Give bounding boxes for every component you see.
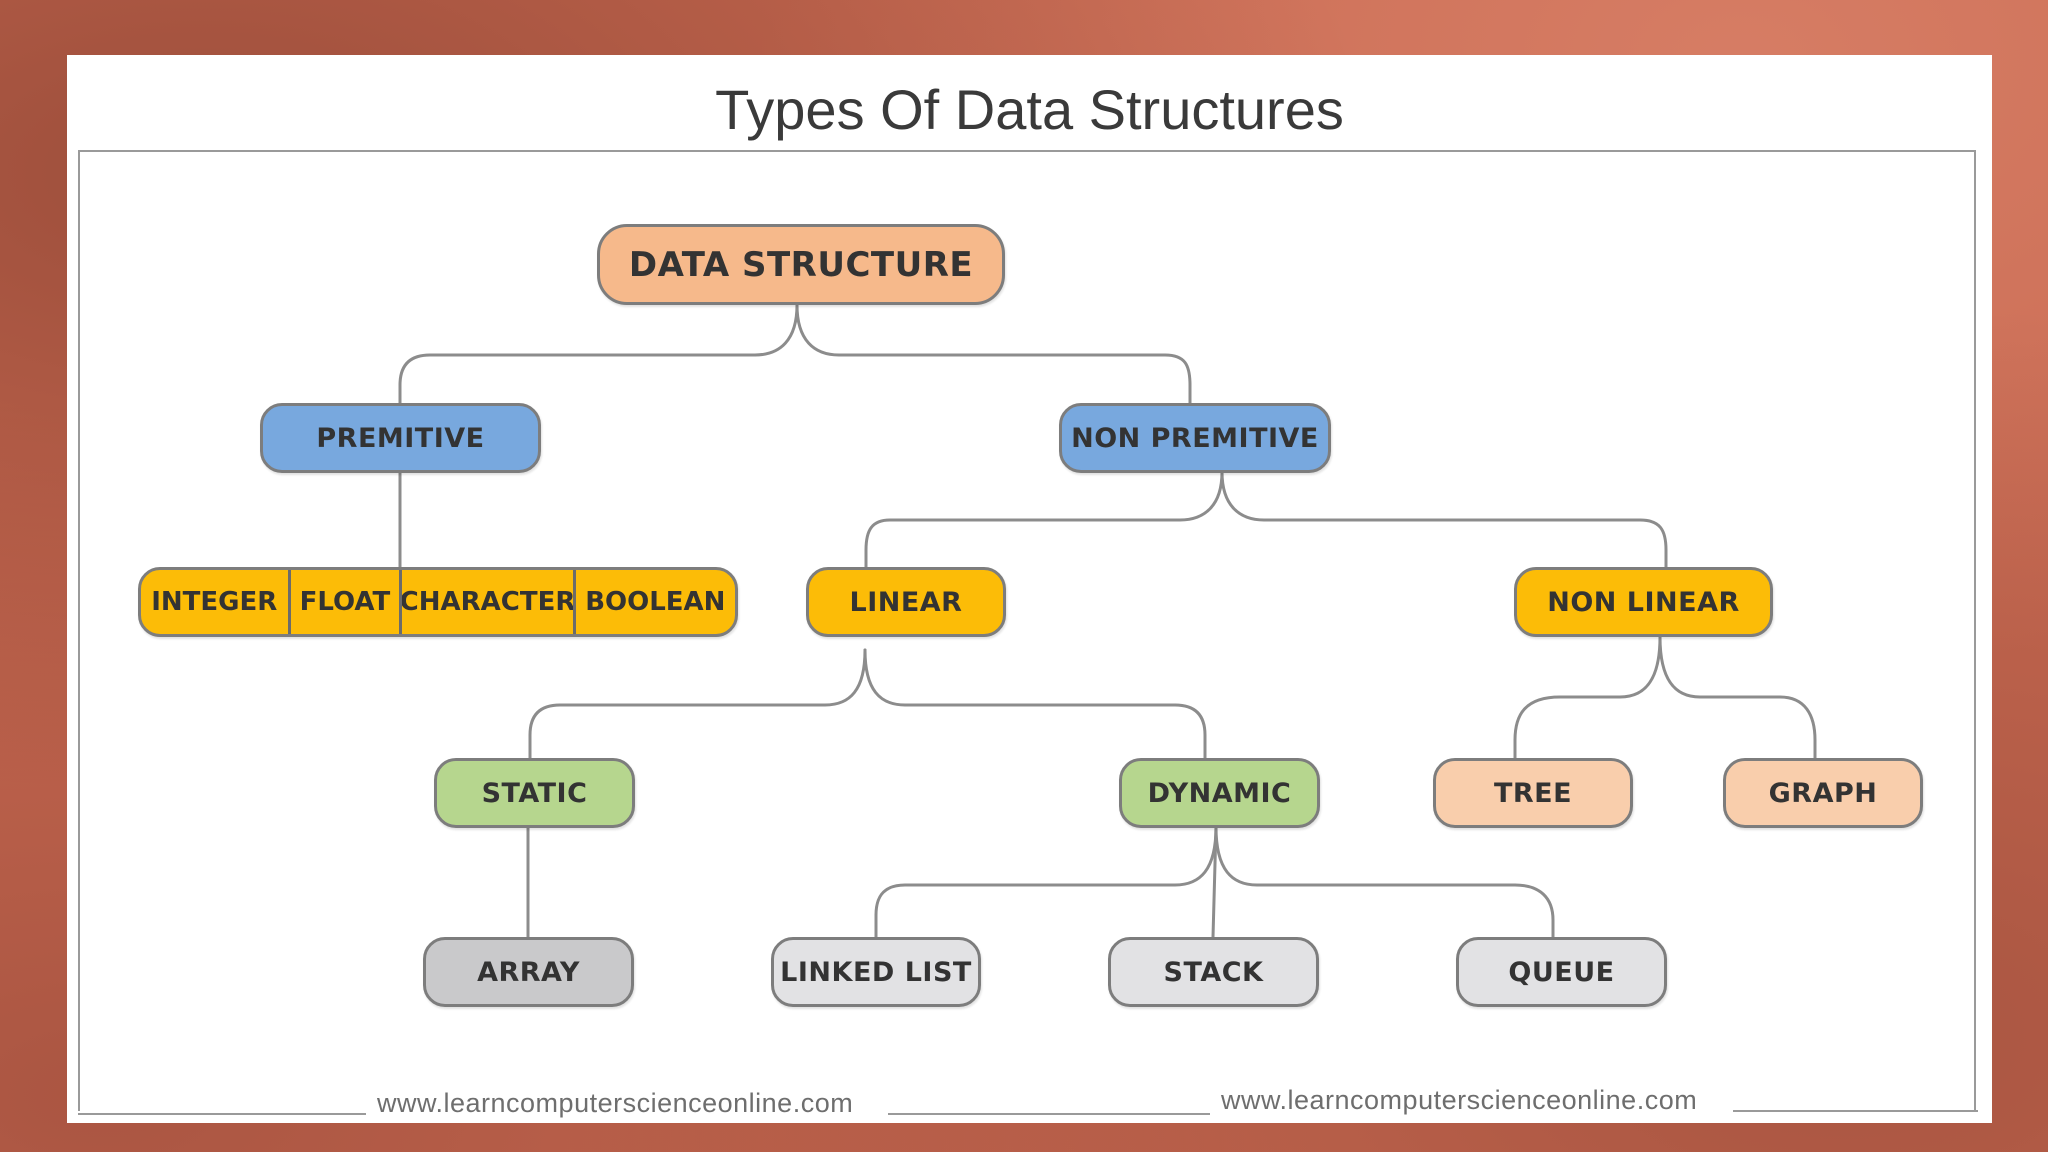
page-title: Types Of Data Structures: [715, 78, 1344, 141]
node-array: ARRAY: [423, 937, 634, 1007]
node-non-linear: NON LINEAR: [1514, 567, 1773, 637]
watermark-right: www.learncomputerscienceonline.com: [1221, 1085, 1698, 1115]
node-stack: STACK: [1108, 937, 1319, 1007]
node-data-structure: DATA STRUCTURE: [597, 224, 1005, 305]
node-tree: TREE: [1433, 758, 1633, 828]
node-character: CHARACTER: [399, 570, 573, 634]
node-boolean: BOOLEAN: [572, 570, 735, 634]
node-linked-list: LINKED LIST: [771, 937, 981, 1007]
node-dynamic: DYNAMIC: [1119, 758, 1320, 828]
node-graph: GRAPH: [1723, 758, 1923, 828]
node-static: STATIC: [434, 758, 635, 828]
frame-bottom-middle: [888, 1113, 1210, 1115]
primitive-types-group: INTEGER FLOAT CHARACTER BOOLEAN: [138, 567, 738, 637]
diagram-frame: [78, 150, 1976, 1111]
node-queue: QUEUE: [1456, 937, 1667, 1007]
watermark-left: www.learncomputerscienceonline.com: [377, 1088, 854, 1118]
node-non-premitive: NON PREMITIVE: [1059, 403, 1331, 473]
node-float: FLOAT: [287, 570, 400, 634]
frame-bottom-left: [78, 1113, 366, 1115]
frame-bottom-right: [1733, 1110, 1978, 1112]
node-premitive: PREMITIVE: [260, 403, 541, 473]
node-linear: LINEAR: [806, 567, 1006, 637]
node-integer: INTEGER: [151, 587, 278, 617]
